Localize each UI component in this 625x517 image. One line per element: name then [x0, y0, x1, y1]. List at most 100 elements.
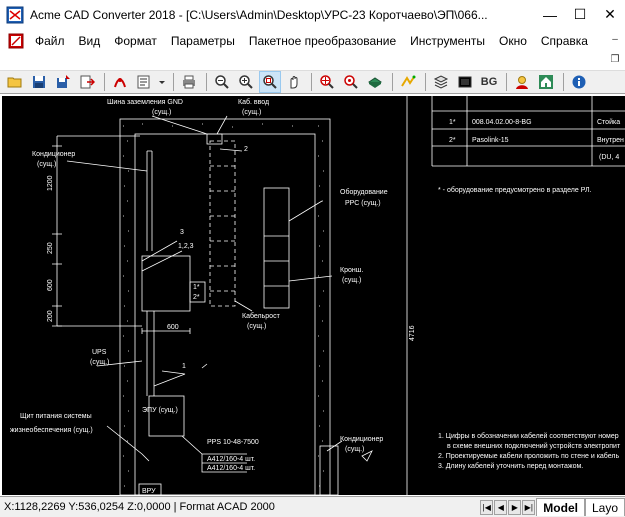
separator	[506, 73, 507, 91]
drawing-label: РРС (сущ.)	[345, 200, 381, 207]
table-cell: 1*	[449, 119, 456, 126]
view-3d-icon[interactable]	[364, 71, 386, 93]
note: 3. Длину кабелей уточнить перед монтажом…	[438, 462, 583, 470]
drawing-label: (сущ.)	[152, 109, 171, 116]
minimize-button[interactable]: —	[543, 6, 557, 23]
export-icon[interactable]	[76, 71, 98, 93]
maximize-button[interactable]: ☐	[573, 6, 587, 22]
properties-icon[interactable]	[133, 71, 155, 93]
drawing-label: 1	[182, 363, 186, 370]
print-icon[interactable]	[178, 71, 200, 93]
drawing-label: Кронш.	[340, 267, 363, 274]
menu-batch[interactable]: Пакетное преобразование	[248, 34, 397, 48]
menu-format[interactable]: Формат	[114, 34, 157, 48]
last-tab-icon[interactable]: ▶|	[522, 499, 536, 515]
drawing-label: (сущ.)	[247, 323, 266, 330]
drawing-label: Щит питания системы	[20, 413, 92, 420]
app-icon	[6, 6, 24, 24]
drawing-label: Оборудование	[340, 188, 388, 196]
about-icon[interactable]	[568, 71, 590, 93]
menu-help[interactable]: Справка	[540, 34, 588, 48]
table-cell: Стойка	[597, 118, 620, 126]
menu-file[interactable]: Файл	[35, 34, 65, 48]
prev-tab-icon[interactable]: ◀	[494, 499, 508, 515]
layers-icon[interactable]	[430, 71, 452, 93]
menu-bar: Файл Вид Формат Параметры Пакетное преоб…	[0, 30, 625, 52]
open-icon[interactable]	[4, 71, 26, 93]
dimension-label: 1200	[47, 175, 54, 191]
drawing-label: UPS	[92, 349, 107, 356]
first-tab-icon[interactable]: |◀	[480, 499, 494, 515]
menu-options[interactable]: Параметры	[170, 34, 235, 48]
close-button[interactable]: ✕	[604, 6, 616, 22]
dimension-label: 200	[47, 310, 54, 322]
status-bar: X:1128,2269 Y:536,0254 Z:0,0000 | Format…	[0, 496, 625, 517]
table-cell: Pasolink-15	[472, 137, 509, 144]
black-background-icon[interactable]	[454, 71, 476, 93]
drawing-label: Кондиционер	[340, 436, 383, 443]
zoom-window-icon[interactable]	[259, 71, 281, 93]
coordinates-readout: X:1128,2269 Y:536,0254 Z:0,0000 | Format…	[4, 501, 275, 513]
window-title: Acme CAD Converter 2018 - [C:\Users\Admi…	[30, 7, 488, 22]
drawing-canvas[interactable]: Шина заземления GND (сущ.) Каб. ввод (су…	[2, 96, 625, 495]
drawing-label: Кондиционер	[32, 151, 75, 158]
pan-icon[interactable]	[283, 71, 305, 93]
drawing-label: 3	[180, 229, 184, 236]
title-bar: Acme CAD Converter 2018 - [C:\Users\Admi…	[0, 0, 625, 30]
separator	[173, 73, 174, 91]
mdi-controls: – ❐	[589, 30, 625, 74]
bg-color-button[interactable]: BG	[480, 76, 498, 88]
drawing-label: 2	[244, 146, 248, 153]
mdi-minimize-button[interactable]: –	[612, 34, 618, 45]
toolbar: BG	[0, 70, 625, 94]
table-cell: (DU, 4	[599, 154, 619, 161]
table-cell: 008.04.02.00-8-BG	[472, 119, 532, 126]
dimension-label: 600	[47, 279, 54, 291]
drawing-label: (сущ.)	[342, 277, 361, 284]
separator	[206, 73, 207, 91]
drawing-label: 1*	[193, 284, 200, 291]
separator	[425, 73, 426, 91]
drawing-label: PPS 10-48-7500	[207, 439, 259, 446]
tab-layout[interactable]: Layo	[584, 498, 625, 516]
separator	[392, 73, 393, 91]
drawing-label: жизнеобеспечения (сущ.)	[10, 426, 93, 434]
register-icon[interactable]	[511, 71, 533, 93]
separator	[563, 73, 564, 91]
zoom-out-icon[interactable]	[211, 71, 233, 93]
note: 1. Цифры в обозначении кабелей соответст…	[438, 432, 619, 440]
drawing-label: (сущ.)	[90, 359, 109, 366]
drawing-label: А412/160-4 шт.	[207, 465, 255, 472]
drawing-label: ВРУ	[142, 488, 156, 495]
drawing-label: А412/160-4 шт.	[207, 456, 255, 463]
zoom-extents-icon[interactable]	[316, 71, 338, 93]
dimension-label: 250	[47, 242, 54, 254]
drawing-label: Каб. ввод	[238, 98, 269, 106]
save-as-icon[interactable]	[52, 71, 74, 93]
measure-icon[interactable]	[397, 71, 419, 93]
save-icon[interactable]	[28, 71, 50, 93]
drawing-label: (сущ.)	[37, 161, 56, 168]
dropdown-arrow-icon[interactable]	[157, 71, 167, 93]
table-cell: 2*	[449, 137, 456, 144]
dimension-label: 600	[167, 324, 179, 331]
note: 2. Проектируемые кабели проложить по сте…	[438, 452, 619, 460]
menu-window[interactable]: Окно	[499, 34, 527, 48]
menu-tools[interactable]: Инструменты	[410, 34, 485, 48]
drawing-label: 2*	[193, 294, 200, 301]
document-icon[interactable]	[8, 33, 24, 49]
separator	[311, 73, 312, 91]
zoom-realtime-icon[interactable]	[340, 71, 362, 93]
zoom-in-icon[interactable]	[235, 71, 257, 93]
menu-view[interactable]: Вид	[78, 34, 101, 48]
tab-model[interactable]: Model	[536, 498, 585, 516]
drawing-label: 1,2,3	[178, 243, 194, 250]
drawing-label: (сущ.)	[242, 109, 261, 116]
next-tab-icon[interactable]: ▶	[508, 499, 522, 515]
home-icon[interactable]	[535, 71, 557, 93]
drawing-label: ЭПУ (сущ.)	[142, 407, 178, 414]
pdf-convert-icon[interactable]	[109, 71, 131, 93]
mdi-restore-button[interactable]: ❐	[610, 54, 620, 65]
separator	[104, 73, 105, 91]
drawing-label: (сущ.)	[345, 446, 364, 453]
